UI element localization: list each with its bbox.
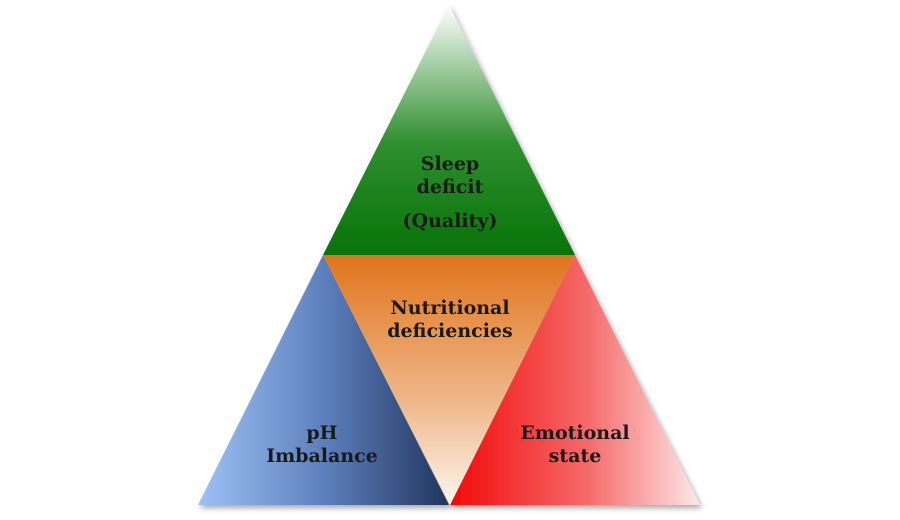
- top-label-line1: Sleep: [420, 153, 480, 175]
- middle-label-line2: deficiencies: [387, 320, 513, 342]
- top-segment: [323, 5, 575, 255]
- top-label-line3: (Quality): [402, 210, 498, 232]
- middle-segment: [323, 255, 575, 505]
- top-label-line2: deficit: [416, 176, 484, 198]
- middle-label: Nutritional deficiencies: [370, 297, 530, 343]
- right-label-line2: state: [548, 445, 602, 467]
- right-segment: [450, 255, 700, 505]
- middle-label-line1: Nutritional: [390, 297, 510, 319]
- right-label: Emotional state: [500, 422, 650, 468]
- left-label-line1: pH: [306, 422, 338, 444]
- left-label-line2: Imbalance: [266, 445, 378, 467]
- left-label: pH Imbalance: [252, 422, 392, 468]
- top-label: Sleep deficit (Quality): [380, 153, 520, 233]
- right-label-line1: Emotional: [520, 422, 630, 444]
- left-segment: [198, 255, 449, 505]
